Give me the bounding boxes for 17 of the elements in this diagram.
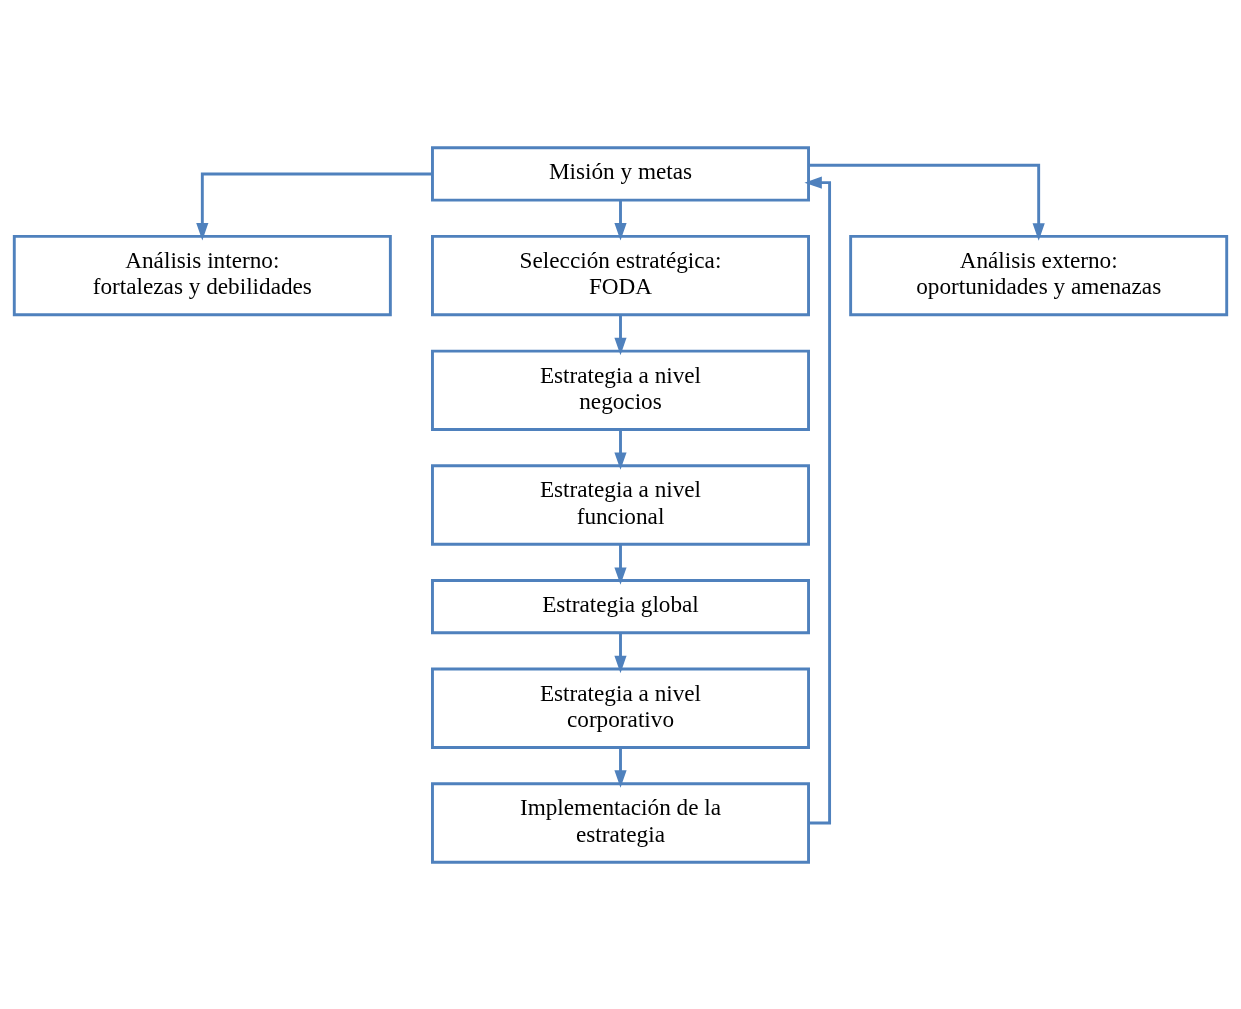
node-box: Misión y metas xyxy=(431,145,810,202)
node-box: Estrategia a nivel negocios xyxy=(431,349,810,431)
arrow xyxy=(614,429,627,470)
node-box: Análisis externo: oportunidades y amenazas xyxy=(849,234,1229,316)
node-box: Implementación de la estrategia xyxy=(431,781,810,864)
node-box: Estrategia a nivel funcional xyxy=(431,463,810,546)
arrow xyxy=(614,747,627,788)
arrow xyxy=(614,632,627,673)
node-box: Selección estratégica: FODA xyxy=(431,234,810,316)
node-box: Estrategia a nivel corporativo xyxy=(431,667,810,749)
node-box: Estrategia global xyxy=(431,578,810,634)
arrow xyxy=(614,544,627,585)
arrow xyxy=(196,172,433,240)
arrow xyxy=(614,314,627,355)
arrow xyxy=(614,199,627,240)
arrow xyxy=(808,163,1045,241)
node-box: Análisis interno: fortalezas y debilidades xyxy=(12,234,392,316)
